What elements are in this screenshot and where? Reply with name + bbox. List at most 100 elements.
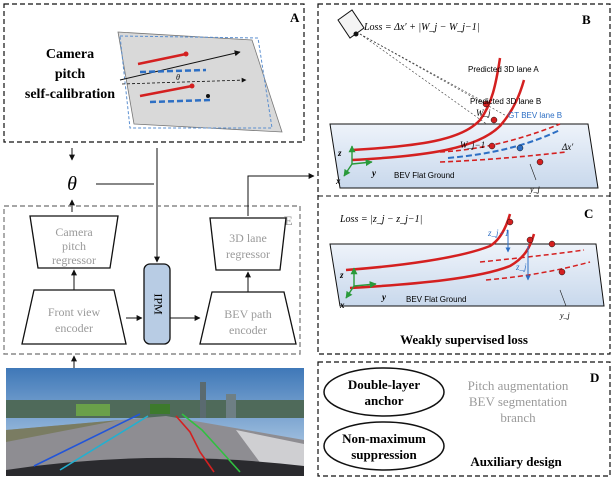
panel-d-letter: D [590, 370, 599, 385]
theta-small: θ [176, 73, 180, 82]
gt-point [516, 144, 524, 152]
bev-plane-b [329, 123, 599, 189]
network-box: E Camera pitch regressor 3D lane regress… [3, 205, 301, 355]
label-axis-z-c: z [339, 270, 344, 280]
right-panel-frame [317, 3, 611, 355]
lane-regressor-line2: regressor [226, 247, 270, 261]
image-lane-green [181, 413, 241, 473]
yj-tick-b [529, 163, 537, 181]
lane-blue-upper [139, 68, 207, 74]
lane-regressor [209, 217, 287, 271]
lane-dashed-c2 [485, 261, 591, 281]
label-yj-b: y_j [529, 185, 541, 194]
pitch-regressor-line3: regressor [52, 253, 96, 267]
front-encoder-line2: encoder [55, 321, 93, 335]
axis-x-c [345, 285, 355, 299]
axis-y-c [353, 281, 377, 289]
lane-blue-lower [149, 98, 211, 104]
axis-line-dashed [121, 77, 247, 85]
pitch-regressor-line1: Camera [55, 225, 93, 239]
bev-path-encoder [199, 291, 297, 345]
image-sign [150, 404, 170, 414]
panel-c: C Loss = |z_j − z_j−1| z_j−1 z_j BEV Fla… [329, 206, 605, 320]
theta-symbol: θ [67, 173, 77, 195]
lane-red-upper [137, 52, 187, 66]
label-pred-lane-a: Predicted 3D lane A [468, 65, 539, 74]
right-panel: B Loss = Δx′ + |W_j − W_j−1| [317, 3, 611, 355]
panel-b-letter: B [582, 12, 591, 27]
image-tower [200, 382, 206, 418]
point-c4 [558, 268, 566, 276]
pitch-plane-grey [117, 31, 283, 133]
label-axis-x-b: x [335, 176, 341, 186]
lane-curve-c1 [345, 213, 512, 272]
road-camera-image [6, 368, 304, 476]
bev-encoder-line2: encoder [229, 323, 267, 337]
label-yj-c: y_j [559, 311, 571, 320]
panel-d: D Double-layer anchor Non-maximum suppre… [317, 361, 611, 477]
projected-lane-b2 [439, 151, 567, 163]
panel-a-title-line1: Camera [46, 47, 94, 62]
panel-a: A Camera pitch self-calibration θ [3, 3, 305, 143]
ellipse-nms [323, 421, 445, 471]
pred-lane-a [351, 57, 502, 152]
pitch-regressor-line2: pitch [62, 239, 86, 253]
front-view-encoder [21, 289, 127, 345]
weak-loss-label: Weakly supervised loss [400, 332, 528, 347]
label-axis-z-b: z [337, 148, 342, 158]
label-dx: Δx′ [561, 142, 574, 152]
network-box-frame [3, 205, 301, 355]
yj-tick-c [559, 289, 567, 307]
bev-encoder-line1: BEV path [224, 307, 271, 321]
ellipse1-line1: Double-layer [348, 377, 420, 392]
image-lane-red [175, 415, 215, 473]
lane-a-point [482, 100, 490, 108]
lane-red-upper-dot [183, 51, 189, 57]
lane-b-point [490, 116, 498, 124]
label-axis-y-b: y [371, 168, 377, 178]
ipm-block [143, 263, 171, 345]
panel-a-frame [3, 3, 305, 143]
projected-lane-b1 [439, 123, 561, 153]
panel-d-frame [317, 361, 611, 477]
arrow-lane-to-panel-b [247, 173, 315, 216]
bev-plane-c [329, 243, 605, 307]
panel-a-title-line3: self-calibration [25, 87, 115, 102]
grey-line1: Pitch augmentation [468, 378, 569, 393]
panel-c-loss: Loss = |z_j − z_j−1| [339, 214, 422, 225]
pred-lane-b [351, 79, 526, 162]
label-axis-x-c: x [339, 300, 345, 310]
lane-dashed-c1 [479, 249, 585, 263]
network-box-letter: E [284, 213, 293, 228]
label-zj: z_j [515, 262, 527, 272]
panel-a-title-line2: pitch [55, 67, 86, 82]
grey-line3: branch [500, 410, 536, 425]
panel-b: B Loss = Δx′ + |W_j − W_j−1| [329, 9, 599, 194]
camera-ray-2 [359, 33, 511, 119]
image-building [226, 394, 236, 418]
label-gt-lane-b: GT BEV lane B [508, 111, 562, 120]
ellipse1-line2: anchor [365, 393, 404, 408]
panel-b-loss: Loss = Δx′ + |W_j − W_j−1| [363, 22, 480, 33]
pitch-plane-dashed [119, 35, 273, 129]
point-c3 [548, 240, 556, 248]
gt-bev-lane-b [447, 129, 561, 159]
camera-pitch-regressor [29, 215, 119, 269]
label-wj1: W_j−1 [460, 140, 485, 150]
pitch-point [206, 94, 210, 98]
panel-a-letter: A [290, 10, 300, 25]
ellipse2-line2: suppression [351, 447, 417, 462]
ellipse-double-layer [323, 367, 445, 417]
image-lane-blue [33, 413, 141, 467]
ground-point-2 [536, 158, 544, 166]
label-wj: W_j [476, 108, 491, 118]
ground-point-1 [488, 142, 496, 150]
front-encoder-line1: Front view [48, 305, 101, 319]
axis-y-b [351, 159, 373, 167]
axis-x-b [343, 163, 353, 177]
ipm-label: IPM [151, 293, 165, 315]
ellipse2-line1: Non-maximum [342, 431, 426, 446]
label-zj1: z_j−1 [487, 228, 509, 238]
axis-line-upper [119, 50, 241, 81]
